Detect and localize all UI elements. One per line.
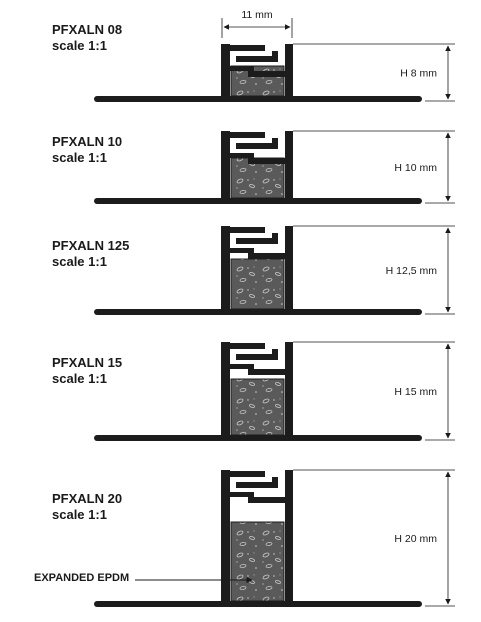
base-flange [94,601,422,607]
right-wall [285,44,293,101]
base-flange [94,198,422,204]
interlock-head [230,471,285,503]
base-flange [94,309,422,315]
interlock-head [230,227,285,259]
left-wall [221,226,230,314]
left-wall [221,470,230,606]
right-wall [285,131,293,203]
height-dimension-label: H 20 mm [394,533,437,545]
profile-scale: scale 1:1 [52,507,107,522]
height-dimension-label: H 12,5 mm [386,265,438,277]
height-dimension-label: H 15 mm [394,386,437,398]
profile-name: PFXALN 15 [52,355,122,370]
epdm-fill [230,378,285,436]
epdm-callout: EXPANDED EPDM [34,572,253,584]
profile-name: PFXALN 10 [52,134,122,149]
epdm-fill [230,157,285,199]
height-dimension-label: H 8 mm [400,68,437,80]
left-wall [221,342,230,440]
epdm-fill [230,521,285,602]
left-wall [221,131,230,203]
epdm-callout-label: EXPANDED EPDM [34,572,129,584]
right-wall [285,342,293,440]
width-dimension-label: 11 mm [241,9,273,21]
interlock-head [230,132,285,164]
profile-scale: scale 1:1 [52,150,107,165]
height-dimension-label: H 10 mm [394,162,437,174]
profile-scale: scale 1:1 [52,254,107,269]
right-wall [285,226,293,314]
profile-scale: scale 1:1 [52,38,107,53]
interlock-head [230,343,285,375]
profile-name: PFXALN 08 [52,22,122,37]
right-wall [285,470,293,606]
profile-name: PFXALN 20 [52,491,122,506]
base-flange [94,96,422,102]
left-wall [221,44,230,101]
epdm-fill [230,258,285,310]
profile-name: PFXALN 125 [52,238,129,253]
base-flange [94,435,422,441]
interlock-head [230,45,285,77]
profile-scale: scale 1:1 [52,371,107,386]
width-dimension: 11 mm [221,9,293,38]
